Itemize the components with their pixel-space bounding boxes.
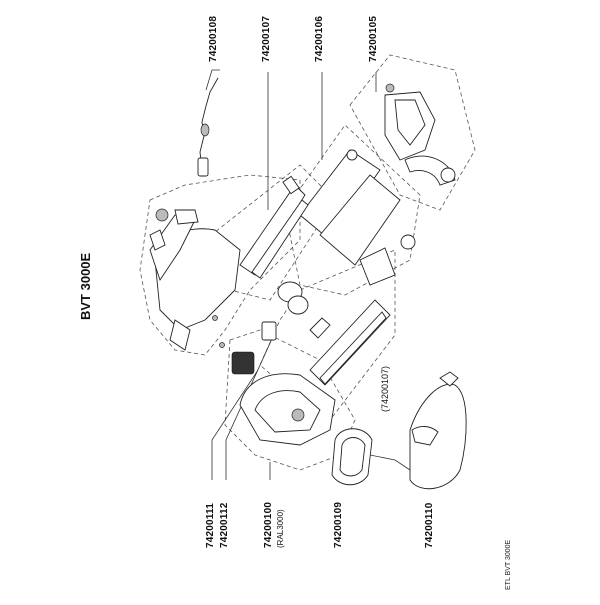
impeller-drum-b [287, 295, 309, 315]
upper-tube-half-b [319, 174, 401, 266]
tube-fan-hub [346, 149, 358, 161]
impeller-wheel [440, 167, 456, 183]
inline-part-label: (74200107) [380, 365, 390, 412]
lower-tube-rail [319, 311, 387, 385]
tube-ball [400, 234, 416, 250]
shoulder-pad-strap [369, 454, 411, 471]
part-number-top-1: 74200108 [208, 15, 219, 62]
nozzle-inner [394, 99, 426, 146]
part-note-bottom-3: (RAL3000) [276, 509, 285, 548]
part-number-bottom-4: 74200109 [333, 501, 344, 548]
main-body-inner [254, 390, 321, 433]
part-number-bottom-1: 74200111 [205, 503, 216, 548]
body-wheel [291, 408, 305, 422]
small-screw-a [212, 315, 218, 321]
diagram-title: BVT 3000E [78, 252, 93, 320]
switch-gear [155, 208, 169, 222]
small-screw-b [219, 342, 225, 348]
upper-tube-half-a [299, 149, 381, 241]
upper-tube-107 [239, 184, 306, 276]
tube-bracket [359, 247, 396, 286]
part-number-top-2: 74200107 [261, 15, 272, 62]
leader-74200112 [225, 329, 277, 480]
motor-bracket [261, 321, 277, 341]
group-outline-tube-107 [204, 164, 336, 301]
motor-unit [231, 351, 255, 375]
part-number-bottom-3: 74200100 [263, 501, 274, 548]
trigger-switch [174, 209, 199, 225]
group-outline-tube-106 [284, 124, 421, 296]
group-outline-motor-housing [139, 174, 301, 356]
spring-strip [309, 317, 331, 339]
leader-74200108 [205, 69, 220, 91]
part-number-top-3: 74200106 [314, 15, 325, 62]
footer-code: ETL BVT 3000E [505, 539, 512, 590]
part-number-bottom-2: 74200112 [219, 502, 230, 548]
collection-bag [409, 383, 467, 490]
group-outline-nozzle-105 [349, 54, 476, 211]
leader-74200111 [211, 369, 259, 480]
bag-strap-loop [439, 371, 459, 387]
tube-clamp [282, 175, 300, 195]
bag-collar [411, 426, 439, 446]
cord-plug [197, 157, 209, 177]
nozzle-knob [385, 83, 395, 93]
part-number-top-4: 74200105 [368, 15, 379, 62]
cord-strap [199, 77, 219, 171]
handle-grip [149, 214, 196, 282]
housing-clip [149, 229, 166, 251]
shoulder-pad-inner [339, 437, 366, 477]
upper-tube-107-rail [251, 199, 309, 279]
housing-tail [169, 319, 191, 351]
part-number-bottom-5: 74200110 [424, 502, 435, 548]
cord-clip [200, 123, 210, 137]
lower-tube [309, 299, 391, 386]
